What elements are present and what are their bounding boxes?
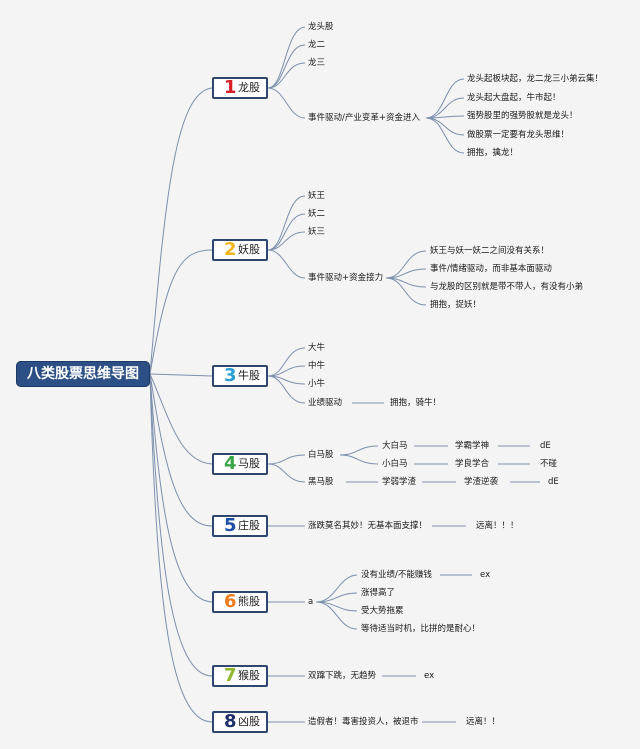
cat1-sub-1: 龙头起板块起，龙二龙三小弟云集！: [467, 74, 604, 84]
cat5-item-1: 涨跌莫名其妙！无基本面支撑！: [308, 521, 428, 531]
cat3-item-2: 中牛: [308, 361, 326, 371]
cat1-sub-5: 拥抱，擒龙！: [467, 148, 519, 158]
category-3-node: 3 牛股: [212, 365, 268, 387]
connector-root-cat3: [149, 373, 213, 377]
cat8-item-1: 造假者！毒害投资人，被退市: [308, 717, 419, 727]
category-4-label: 马股: [238, 457, 260, 470]
cat3-item-3: 小牛: [308, 379, 326, 389]
category-2-node: 2 妖股: [212, 239, 268, 261]
cat4-white-2-chain-2: 不碰: [540, 459, 558, 469]
cat2-item-1: 妖王: [308, 191, 326, 201]
cat4-item-2: 黑马股: [308, 477, 334, 487]
connector-root-cat8: [149, 373, 213, 723]
cat2-item-4: 事件驱动+资金接力: [308, 273, 384, 283]
category-1-number: 1: [224, 77, 237, 98]
connector-root-cat1: [149, 87, 213, 375]
cat4-black-chain-3: dE: [548, 477, 559, 487]
cat2-sub-4: 拥抱，捉妖！: [430, 300, 482, 310]
category-2-label: 妖股: [238, 243, 260, 256]
cat1-sub-4: 做股票一定要有龙头思维！: [467, 130, 570, 140]
cat1-item-2: 龙二: [308, 40, 326, 50]
cat1-item-4: 事件驱动/产业变革+资金进入: [308, 113, 420, 123]
cat3-item-1: 大牛: [308, 343, 326, 353]
cat2-item-2: 妖二: [308, 209, 326, 219]
connector-root-cat2: [149, 249, 213, 375]
category-4-node: 4 马股: [212, 453, 268, 475]
category-5-number: 5: [224, 515, 237, 536]
category-6-node: 6 熊股: [212, 591, 268, 613]
category-7-label: 猴股: [238, 669, 260, 682]
cat4-white-1: 大白马: [382, 441, 408, 451]
cat7-chain-1: ex: [424, 671, 435, 681]
cat7-item-1: 双蹿下跳，无趋势: [308, 671, 377, 681]
cat1-item-1: 龙头股: [308, 22, 334, 32]
cat4-white-1-chain-1: 学霸学神: [455, 441, 490, 451]
cat4-white-1-chain-2: dE: [540, 441, 551, 451]
category-2-number: 2: [224, 239, 237, 260]
category-8-number: 8: [224, 711, 237, 732]
root-node: 八类股票思维导图: [16, 361, 150, 387]
cat4-black-chain-2: 学渣逆袭: [464, 477, 499, 487]
cat6-sub-1: 没有业绩/不能赚钱: [361, 570, 432, 580]
cat1-item-3: 龙三: [308, 58, 326, 68]
category-3-label: 牛股: [238, 369, 260, 382]
category-7-number: 7: [224, 665, 237, 686]
cat1-sub-3: 强势股里的强势股就是龙头！: [467, 111, 578, 121]
cat3-chain-1: 拥抱，骑牛！: [390, 398, 442, 408]
cat5-chain-1: 远离！！！: [476, 521, 519, 531]
cat3-item-4: 业绩驱动: [308, 398, 343, 408]
category-8-label: 凶股: [238, 715, 260, 728]
cat4-white-2: 小白马: [382, 459, 408, 469]
connector-root-cat5: [149, 373, 213, 527]
cat4-item-1: 白马股: [308, 450, 334, 460]
connector-root-cat7: [149, 373, 213, 677]
category-6-label: 熊股: [238, 595, 260, 608]
cat6-sub-2: 涨得高了: [361, 588, 396, 598]
category-3-number: 3: [224, 365, 237, 386]
category-5-node: 5 庄股: [212, 515, 268, 537]
cat2-sub-3: 与龙股的区别就是带不带人，有没有小弟: [430, 282, 584, 292]
cat6-sub-3: 受大势拖累: [361, 606, 404, 616]
connector-root-cat4: [149, 373, 213, 465]
cat2-sub-1: 妖王与妖一妖二之间没有关系！: [430, 246, 550, 256]
category-5-label: 庄股: [238, 519, 260, 532]
cat2-item-3: 妖三: [308, 227, 326, 237]
connector-root-cat6: [149, 373, 213, 603]
cat8-chain-1: 远离！！: [466, 717, 501, 727]
category-6-number: 6: [224, 591, 237, 612]
cat6-sub-chain-1: ex: [480, 570, 491, 580]
cat2-sub-2: 事件/情绪驱动，而非基本面驱动: [430, 264, 552, 274]
cat4-black-chain-1: 学弱学渣: [382, 477, 417, 487]
category-4-number: 4: [224, 453, 237, 474]
category-1-label: 龙股: [238, 81, 260, 94]
category-1-node: 1 龙股: [212, 77, 268, 99]
cat1-sub-2: 龙头起大盘起，牛市起！: [467, 93, 561, 103]
category-8-node: 8 凶股: [212, 711, 268, 733]
category-7-node: 7 猴股: [212, 665, 268, 687]
cat6-sub-4: 等待适当时机，比拼的是耐心！: [361, 624, 481, 634]
cat4-white-2-chain-1: 学良学合: [455, 459, 490, 469]
cat6-item-1: a: [308, 597, 314, 607]
